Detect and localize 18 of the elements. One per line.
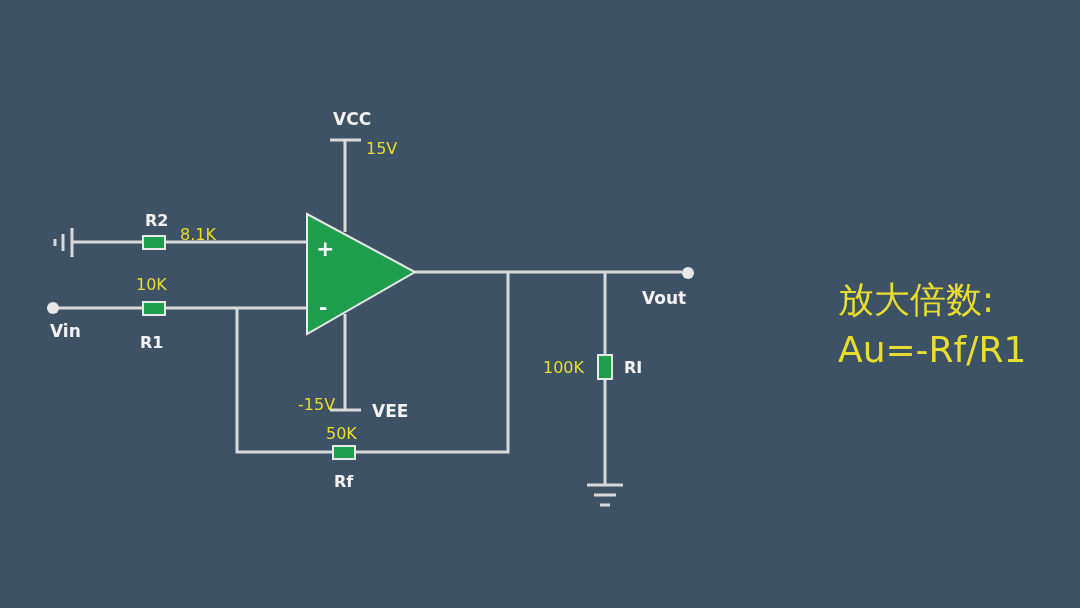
formula-text: Au=-Rf/R1 [838, 332, 1027, 368]
resistance-value: 50K [326, 426, 357, 442]
resistance-value: 8.1K [180, 227, 216, 243]
supply-label: VEE [372, 403, 409, 420]
component-label: Rf [334, 474, 354, 490]
supply-label: VCC [333, 111, 372, 128]
input-sign: + [316, 238, 335, 260]
component-label: R2 [145, 213, 169, 229]
voltage-value: -15V [298, 397, 336, 413]
input-sign: - [319, 297, 328, 317]
voltage-value: 15V [366, 141, 398, 157]
component-label: R1 [140, 335, 164, 351]
resistance-value: 10K [136, 277, 167, 293]
formula-heading: 放大倍数: [838, 282, 995, 318]
terminal-label: Vin [50, 323, 81, 340]
component-label: RI [624, 360, 643, 376]
terminal-label: Vout [642, 290, 687, 307]
resistance-value: 100K [543, 360, 585, 376]
